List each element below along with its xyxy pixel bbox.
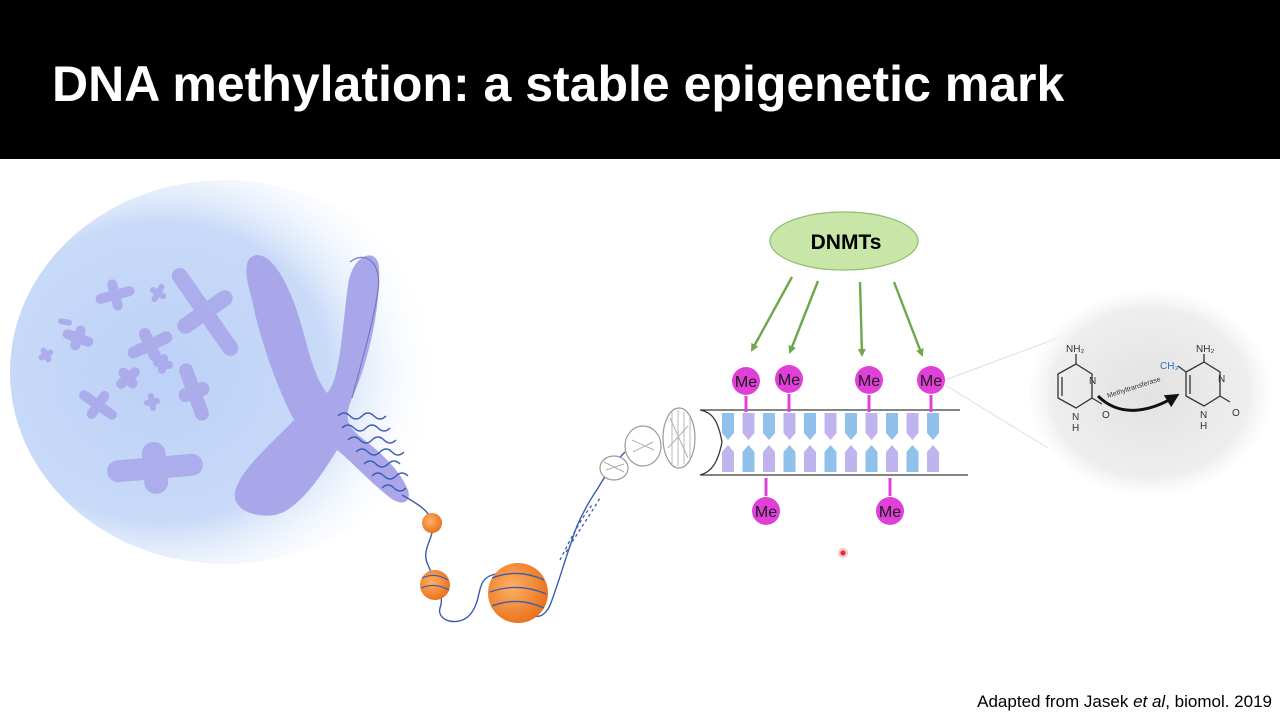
base-pair-lower: [783, 445, 796, 472]
enzyme-arrow: [750, 276, 794, 352]
base-pair-lower: [906, 445, 919, 472]
methyl-label: Me: [920, 373, 942, 390]
methyl-marker: Me: [855, 366, 883, 412]
citation-authors: et al: [1133, 692, 1166, 711]
methylcytosine-structure: [1177, 354, 1231, 407]
methyl-label: Me: [879, 504, 901, 521]
methyl-label: Me: [858, 373, 880, 390]
amine-right: NH₂: [1196, 344, 1214, 355]
source-citation: Adapted from Jasek et al, biomol. 2019: [977, 692, 1272, 712]
methyl-marker: Me: [752, 478, 780, 525]
base-pair-upper: [742, 413, 755, 440]
base-pair-lower: [865, 445, 878, 472]
citation-prefix: Adapted from Jasek: [977, 692, 1134, 711]
enzyme-arrows: [750, 276, 924, 357]
dna-double-helix: [559, 407, 696, 561]
atom-h-left: H: [1072, 423, 1079, 434]
atom-o-right: O: [1232, 408, 1240, 419]
base-pairs: [722, 413, 939, 472]
reaction-arrow: [1096, 393, 1180, 412]
base-pair-upper: [865, 413, 878, 440]
small-chromosomes: [38, 267, 239, 494]
enzyme-arrow: [892, 281, 924, 357]
base-pair-upper: [722, 413, 734, 440]
slide-title: DNA methylation: a stable epigenetic mar…: [52, 56, 1065, 112]
cell-nucleus: [10, 180, 440, 564]
nucleosome: [420, 570, 450, 600]
pointer-dot: [838, 548, 848, 558]
base-pair-lower: [927, 445, 939, 472]
base-pair-upper: [804, 413, 816, 440]
nucleosome: [488, 563, 548, 623]
amine-left: NH₂: [1066, 344, 1084, 355]
base-pair-lower: [886, 445, 898, 472]
methylation-reaction: NH₂ N N H O Methyltransferase NH₂ CH₃ N …: [1030, 291, 1270, 495]
base-pair-upper: [824, 413, 837, 440]
base-pair-upper: [927, 413, 939, 440]
methyl-group: CH₃: [1160, 361, 1179, 372]
base-pair-lower: [804, 445, 816, 472]
dna-ladder: [699, 409, 968, 476]
atom-nh-left: N: [1072, 412, 1079, 423]
atom-o-left: O: [1102, 410, 1110, 421]
nucleosome: [422, 513, 442, 533]
methyl-label: Me: [755, 504, 777, 521]
methyl-marker: Me: [917, 366, 945, 412]
dnmt-label: DNMTs: [811, 231, 882, 254]
atom-h-right: H: [1200, 421, 1207, 432]
base-pair-lower: [722, 445, 734, 472]
atom-n-left: N: [1089, 376, 1096, 387]
dnmt-enzyme: DNMTs: [769, 211, 919, 271]
zoom-lines: [944, 337, 1059, 449]
methyl-marker: Me: [732, 367, 760, 412]
enzyme-arrow: [857, 281, 866, 357]
base-pair-upper: [886, 413, 898, 440]
atom-n-right: N: [1218, 374, 1225, 385]
base-pair-lower: [763, 445, 775, 472]
atom-nh-right: N: [1200, 410, 1207, 421]
methylation-diagram: DNMTs Me Me Me Me Me Me: [10, 180, 1270, 623]
methyl-marker: Me: [775, 365, 803, 412]
base-pair-upper: [783, 413, 796, 440]
base-pair-lower: [742, 445, 755, 472]
citation-suffix: , biomol. 2019: [1165, 692, 1272, 711]
chromatin-fiber: [401, 451, 626, 623]
cytosine-structure: [1057, 354, 1103, 409]
methyl-label: Me: [778, 372, 800, 389]
large-chromosome: [234, 255, 409, 516]
base-pair-upper: [906, 413, 919, 440]
enzyme-arrow: [788, 280, 820, 354]
methyl-label: Me: [735, 374, 757, 391]
base-pair-lower: [824, 445, 837, 472]
base-pair-upper: [763, 413, 775, 440]
title-bar: DNA methylation: a stable epigenetic mar…: [0, 0, 1280, 159]
methyl-marker: Me: [876, 478, 904, 525]
base-pair-lower: [845, 445, 857, 472]
base-pair-upper: [845, 413, 857, 440]
